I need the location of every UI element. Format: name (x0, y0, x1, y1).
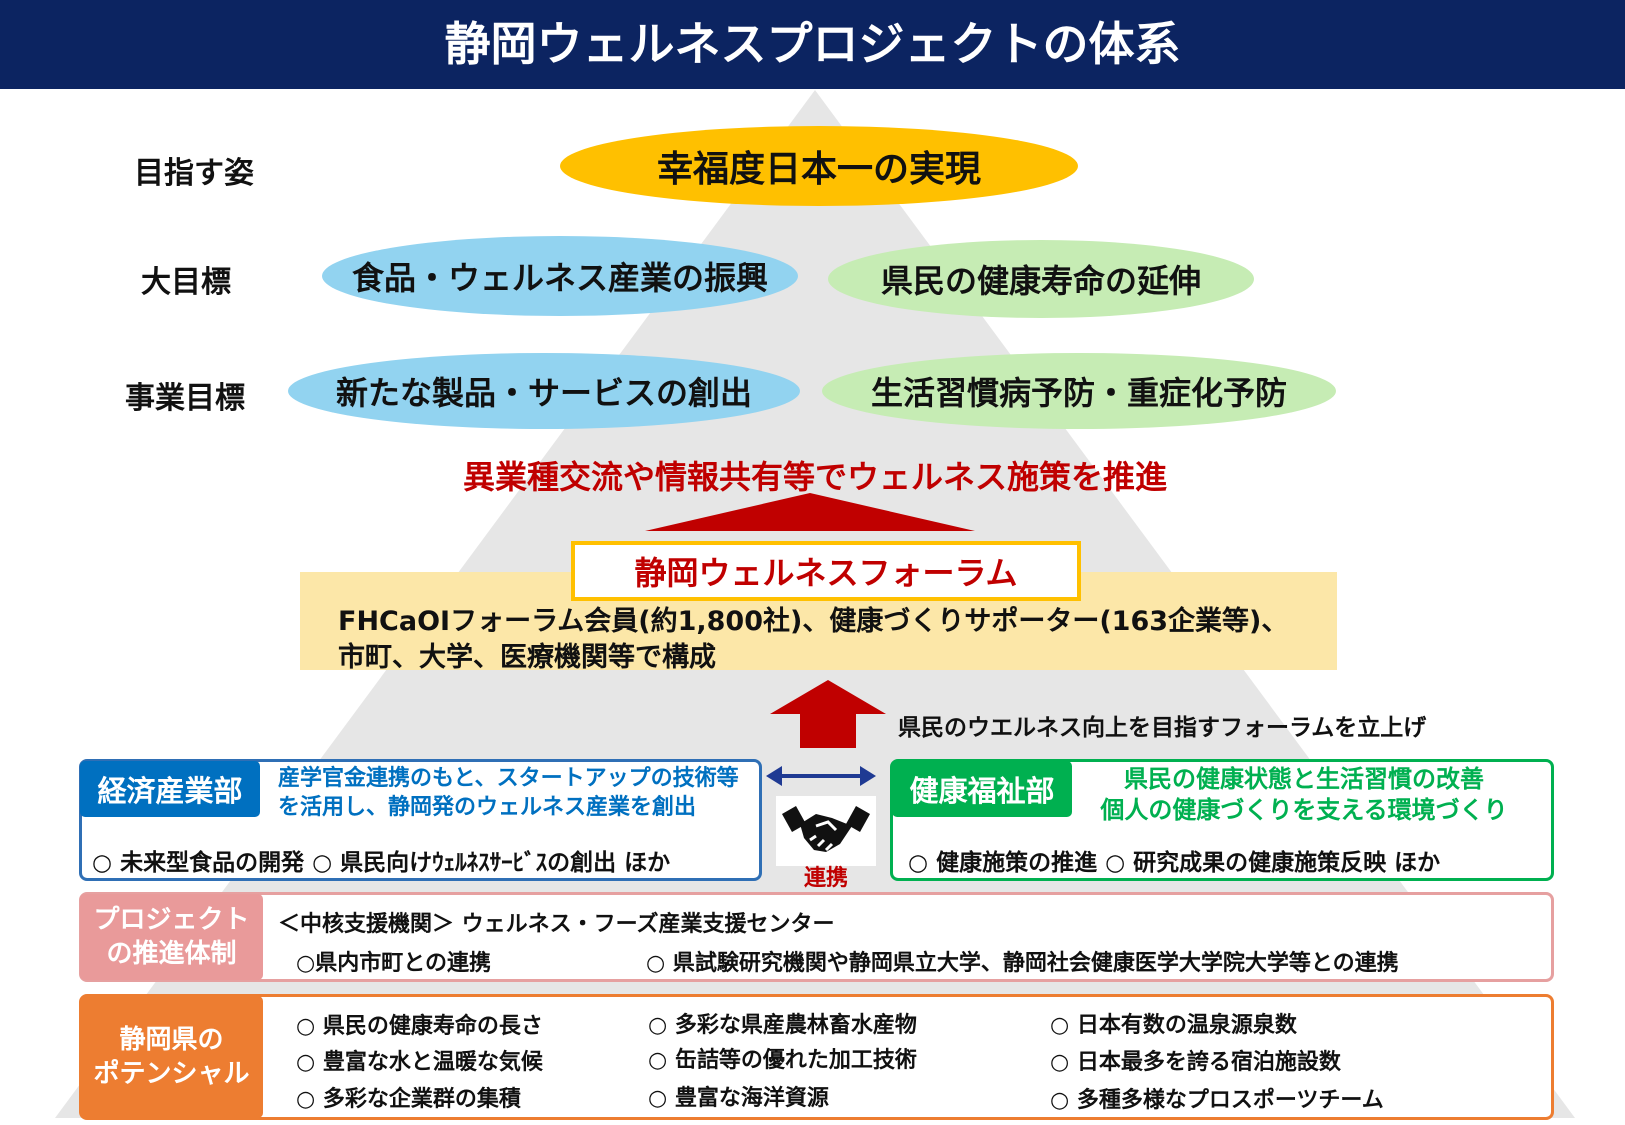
goal-text: 幸福度日本一の実現 (656, 149, 981, 190)
potential-tag-line2: ポテンシャル (93, 1059, 250, 1089)
health-dept-tag: 健康福祉部 (892, 761, 1072, 817)
major-goal-health-text: 県民の健康寿命の延伸 (880, 262, 1201, 300)
major-goal-industry: 食品・ウェルネス産業の振興 (322, 236, 798, 316)
forum-members-line2: 市町、大学、医療機関等で構成 (338, 642, 716, 673)
promotion-tag-line2: の推進体制 (106, 939, 237, 969)
double-arrow-icon (766, 766, 876, 786)
potential-box (79, 994, 1554, 1120)
economy-dept-items: ○ 未来型食品の開発 ○ 県民向けｳｪﾙﾈｽｻｰﾋﾞｽの創出 ほか (92, 850, 671, 876)
major-goal-industry-text: 食品・ウェルネス産業の振興 (351, 259, 768, 297)
page-title: 静岡ウェルネスプロジェクトの体系 (0, 0, 1625, 89)
promotion-box (79, 892, 1554, 982)
economy-dept-desc: 産学官金連携のもと、スタートアップの技術等 を活用し、静岡発のウェルネス産業を創… (278, 764, 739, 822)
business-level-label: 事業目標 (125, 381, 245, 416)
potential-item: ○ 缶詰等の優れた加工技術 (648, 1048, 917, 1073)
promotion-tag-line1: プロジェクト (93, 905, 250, 935)
economy-desc-line1: 産学官金連携のもと、スタートアップの技術等 (278, 766, 739, 791)
promote-text: 異業種交流や情報共有等でウェルネス施策を推進 (462, 458, 1167, 496)
economy-desc-line2: を活用し、静岡発のウェルネス産業を創出 (278, 795, 697, 820)
forum-title: 静岡ウェルネスフォーラム (571, 541, 1081, 601)
potential-item: ○ 豊富な水と温暖な気候 (296, 1050, 543, 1075)
economy-dept-name: 経済産業部 (97, 774, 243, 808)
business-goal-products-text: 新たな製品・サービスの創出 (335, 374, 752, 412)
promotion-item-municipal: ○県内市町との連携 (296, 951, 491, 976)
forum-members-line1: FHCaOIフォーラム会員(約1,800社)、健康づくりサポーター(163企業等… (338, 606, 1289, 637)
up-arrow-icon (770, 680, 886, 748)
health-dept-desc: 県民の健康状態と生活習慣の改善 個人の健康づくりを支える環境づくり (1076, 764, 1532, 826)
handshake-panel (776, 796, 876, 866)
potential-tag-line1: 静岡県の (119, 1025, 224, 1055)
potential-item: ○ 多彩な県産農林畜水産物 (648, 1013, 917, 1038)
forum-launch-note: 県民のウエルネス向上を目指すフォーラムを立上げ (898, 715, 1427, 741)
potential-item: ○ 日本最多を誇る宿泊施設数 (1050, 1050, 1341, 1075)
goal-ellipse: 幸福度日本一の実現 (560, 126, 1078, 206)
handshake-icon (782, 806, 870, 852)
potential-tag: 静岡県の ポテンシャル (80, 996, 263, 1118)
promotion-item-research: ○ 県試験研究機関や静岡県立大学、静岡社会健康医学大学院大学等との連携 (646, 951, 1399, 976)
health-desc-line1: 県民の健康状態と生活習慣の改善 (1124, 765, 1484, 793)
potential-item: ○ 多彩な企業群の集積 (296, 1087, 521, 1112)
business-goal-products: 新たな製品・サービスの創出 (288, 353, 800, 429)
potential-item: ○ 豊富な海洋資源 (648, 1086, 829, 1111)
health-desc-line2: 個人の健康づくりを支える環境づくり (1100, 796, 1508, 824)
goal-level-label: 目指す姿 (134, 156, 254, 191)
health-dept-items: ○ 健康施策の推進 ○ 研究成果の健康施策反映 ほか (908, 850, 1441, 876)
promotion-tag: プロジェクト の推進体制 (80, 894, 263, 980)
potential-item: ○ 多種多様なプロスポーツチーム (1050, 1088, 1384, 1113)
business-goal-prevention: 生活習慣病予防・重症化予防 (822, 353, 1336, 429)
partnership-label: 連携 (803, 866, 848, 891)
forum-title-text: 静岡ウェルネスフォーラム (634, 554, 1018, 592)
economy-dept-tag: 経済産業部 (80, 761, 260, 817)
potential-item: ○ 日本有数の温泉源泉数 (1050, 1013, 1297, 1038)
red-triangle (645, 493, 975, 531)
major-level-label: 大目標 (141, 265, 231, 300)
business-goal-prevention-text: 生活習慣病予防・重症化予防 (870, 374, 1287, 412)
core-support-org: ＜中核支援機関＞ ウェルネス・フーズ産業支援センター (278, 912, 835, 937)
major-goal-health: 県民の健康寿命の延伸 (828, 240, 1254, 318)
health-dept-box (890, 759, 1554, 881)
potential-item: ○ 県民の健康寿命の長さ (296, 1014, 543, 1039)
health-dept-name: 健康福祉部 (909, 774, 1055, 808)
